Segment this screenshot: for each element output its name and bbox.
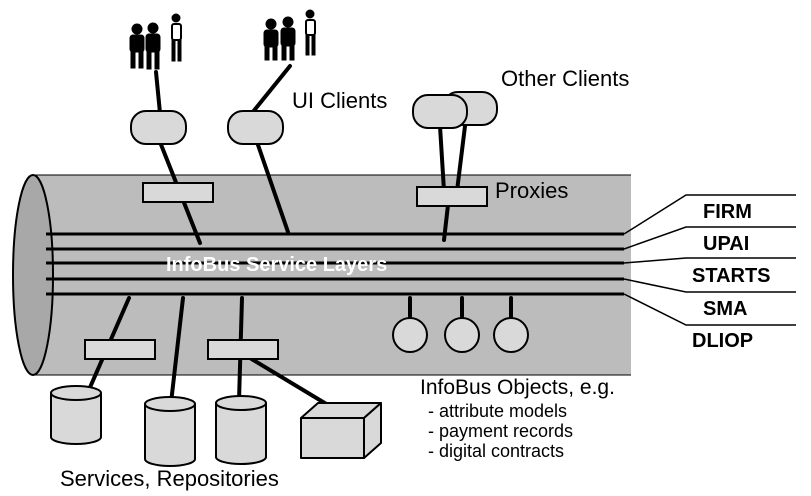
layer-label-sma: SMA	[703, 298, 748, 320]
connector-starts	[623, 257, 796, 264]
proxy-box-bottom-left	[84, 339, 156, 360]
connector-upai	[623, 226, 796, 250]
infobus-objects-heading: InfoBus Objects, e.g.	[420, 376, 615, 399]
proxy-right-to-bus	[442, 203, 450, 242]
object-example-item: - payment records	[428, 421, 574, 441]
object-circle-2	[444, 317, 480, 353]
repositories	[50, 385, 267, 467]
bus-title: InfoBus Service Layers	[166, 254, 388, 276]
bus-to-repo-2	[169, 296, 185, 405]
bus-end-cap	[12, 174, 54, 376]
ui-client-node-left	[130, 110, 187, 145]
connection-lines	[86, 64, 513, 410]
proxy-box-top-left	[142, 182, 214, 203]
proxies	[84, 182, 488, 360]
object-examples-list: - attribute models - payment records - d…	[428, 401, 573, 461]
object-circle-1	[392, 317, 428, 353]
object-example-item: - attribute models	[428, 401, 568, 421]
ui-clients-label: UI Clients	[292, 88, 388, 113]
layer-label-upai: UPAI	[703, 233, 750, 255]
object-circle-3	[493, 317, 529, 353]
repository-cylinder-2	[144, 396, 196, 467]
object-example-item: - digital contracts	[428, 441, 565, 461]
client-mid-to-bus	[255, 140, 290, 234]
connector-sma	[623, 278, 796, 293]
layer-label-starts: STARTS	[692, 265, 771, 287]
other-client-front-to-proxy	[455, 116, 468, 193]
other-client-back-to-proxy	[438, 124, 446, 193]
proxy-to-service-box	[248, 356, 335, 410]
layer-label-connectors	[623, 194, 796, 326]
services-repositories-label: Services, Repositories	[60, 466, 279, 491]
user-cable-left	[154, 70, 162, 115]
connector-firm	[623, 194, 796, 235]
other-clients-label: Other Clients	[501, 66, 630, 91]
connector-dliop	[623, 293, 796, 326]
repository-cylinder-3	[215, 395, 267, 465]
user-cable-right	[250, 64, 292, 115]
service-layer-lines	[46, 232, 624, 296]
service-box	[300, 402, 382, 459]
user-group-right-icon	[263, 9, 316, 61]
proxy-box-top-right	[416, 186, 488, 207]
user-group-left-icon	[129, 13, 182, 70]
layer-label-dliop: DLIOP	[692, 330, 754, 352]
ui-client-node-right	[227, 110, 284, 145]
proxy-box-bottom-mid	[207, 339, 279, 360]
other-client-node-front	[412, 94, 468, 129]
ui-clients	[130, 91, 498, 145]
infobus-objects	[392, 317, 529, 353]
proxies-label: Proxies	[495, 178, 569, 203]
repository-cylinder-1	[50, 385, 102, 445]
layer-label-firm: FIRM	[703, 201, 752, 223]
